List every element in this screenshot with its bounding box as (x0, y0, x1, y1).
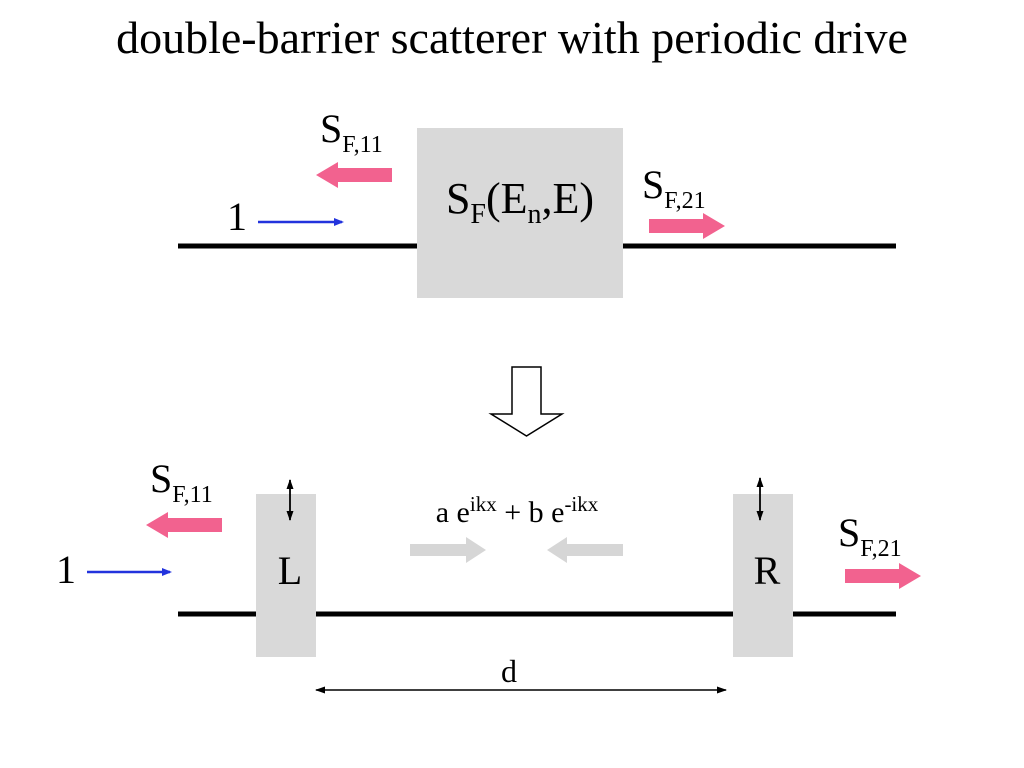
top-transmitted-arrow (649, 213, 725, 239)
top-transmitted-label: SF,21 (642, 162, 706, 214)
bottom-reflected-sub: F,11 (172, 482, 213, 508)
scatterer-label-base: S (446, 174, 470, 223)
left-barrier-label: L (278, 548, 302, 593)
top-reflected-arrow (316, 162, 392, 188)
top-transmitted-base: S (642, 162, 664, 207)
scatterer-label-sub1: F (470, 199, 486, 230)
bottom-transmitted-sub: F,21 (860, 536, 901, 562)
bottom-transmitted-arrow (845, 563, 921, 589)
scatterer-label-sub2: n (528, 199, 542, 230)
bottom-transmitted-base: S (838, 510, 860, 555)
bottom-reflected-label: SF,11 (150, 456, 213, 508)
bottom-transmitted-label: SF,21 (838, 510, 902, 562)
wave-a-part: a e (436, 496, 470, 529)
top-diagram: SF(En,E) 1 SF,11 SF,21 (178, 106, 896, 298)
bottom-reflected-arrow (146, 512, 222, 538)
wave-left-arrow (547, 537, 623, 563)
scatterer-box (417, 128, 623, 298)
slide-title: double-barrier scatterer with periodic d… (116, 12, 908, 63)
bottom-incident-label: 1 (56, 547, 76, 592)
bottom-diagram: L R a eikx + b e-ikx 1 SF,11 SF,21 d (56, 456, 921, 694)
right-barrier (733, 494, 793, 657)
scatterer-label-open: (E (486, 174, 528, 223)
distance-label: d (501, 653, 517, 689)
hollow-down-arrow-icon (488, 366, 565, 437)
top-transmitted-sub: F,21 (664, 188, 705, 214)
wave-b-sup: -ikx (564, 492, 598, 516)
top-incident-label: 1 (227, 194, 247, 239)
scatterer-label: SF(En,E) (446, 174, 594, 230)
wave-right-arrow (410, 537, 486, 563)
left-barrier (256, 494, 316, 657)
bottom-reflected-base: S (150, 456, 172, 501)
top-reflected-sub: F,11 (342, 132, 383, 158)
scatterer-label-close: ,E) (542, 174, 595, 223)
right-barrier-label: R (754, 548, 781, 593)
wave-a-sup: ikx (470, 492, 497, 516)
wave-expression: a eikx + b e-ikx (436, 492, 599, 529)
top-reflected-base: S (320, 106, 342, 151)
wave-plus-b: + b e (497, 496, 565, 529)
top-reflected-label: SF,11 (320, 106, 383, 158)
